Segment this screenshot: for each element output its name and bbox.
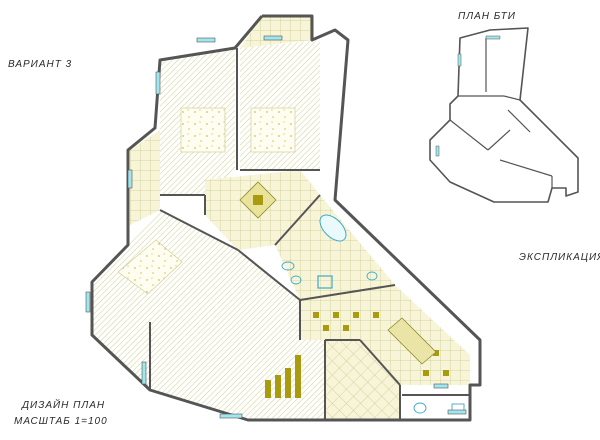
kitchen-floor <box>300 285 470 385</box>
bidet-icon <box>290 275 302 285</box>
living-room-floor <box>150 250 325 420</box>
shower-icon <box>317 275 333 289</box>
scale-label: МАСШТАБ 1=100 <box>14 416 108 427</box>
side-corridor-floor <box>130 130 160 225</box>
kitchen-table <box>387 317 437 365</box>
design-plan-label: ДИЗАЙН ПЛАН <box>22 400 106 411</box>
storage-floor <box>325 340 400 420</box>
bti-plan-label: ПЛАН БТИ <box>458 11 516 22</box>
sink-icon <box>281 261 295 271</box>
explication-label: ЭКСПЛИКАЦИЯ <box>519 252 600 263</box>
carpet-bedroom <box>117 239 183 295</box>
living-room-accent-tiles <box>265 355 301 398</box>
bathroom-floor <box>275 195 395 300</box>
toilet-icon <box>366 271 378 281</box>
wc-floor <box>402 395 470 420</box>
carpet-top-left <box>180 107 226 153</box>
bti-plan <box>429 27 579 203</box>
windows <box>85 35 467 419</box>
left-bedroom-floor <box>92 210 238 390</box>
variant-label: ВАРИАНТ 3 <box>8 59 73 70</box>
bathtub-icon <box>319 214 347 242</box>
wc-toilet-icon <box>413 402 427 414</box>
carpet-top-right <box>250 107 296 153</box>
design-plan <box>85 14 482 422</box>
interior-walls <box>149 48 470 420</box>
balcony-floor <box>240 16 312 48</box>
